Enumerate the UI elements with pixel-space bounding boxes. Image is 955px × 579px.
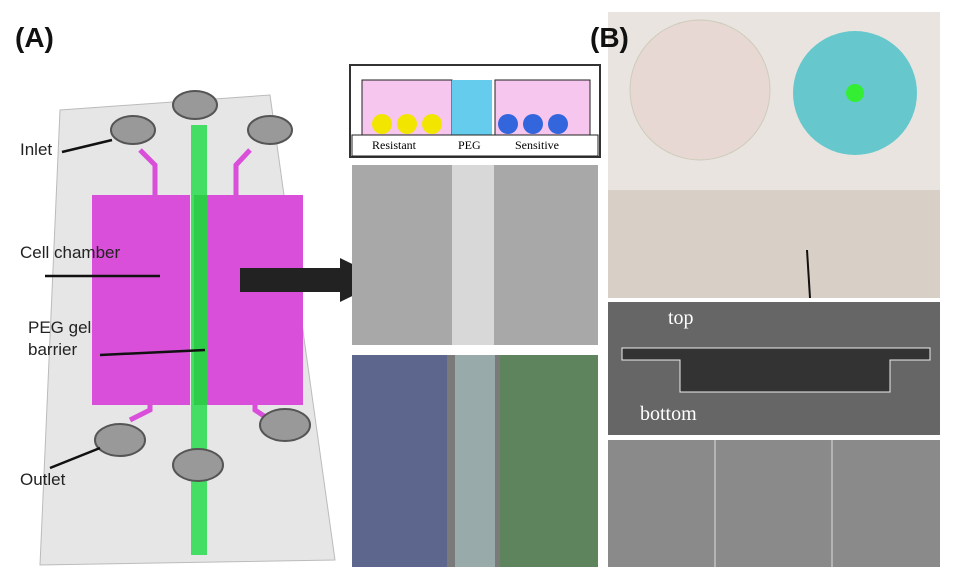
sem-bottom-label: bottom — [640, 403, 697, 425]
inlet-label: Inlet — [20, 140, 53, 159]
microfluidic-device — [39, 90, 385, 566]
resistant-label: Resistant — [372, 138, 416, 152]
peg-label: PEG — [458, 138, 481, 152]
sem-top-label: top — [668, 307, 694, 329]
arrow-icon — [240, 258, 385, 302]
cell-schematic — [349, 64, 601, 158]
cell-chamber-label: Cell chamber — [20, 243, 121, 262]
panel-a-label: (A) — [15, 22, 54, 53]
sensitive-label: Sensitive — [515, 138, 559, 152]
panel-b-label: (B) — [590, 22, 629, 53]
channel-photo — [608, 190, 940, 298]
outlet-label: Outlet — [20, 470, 66, 489]
peg-barrier-label-1: PEG gel — [28, 318, 92, 337]
peg-barrier-label-2: barrier — [28, 340, 78, 359]
sem-top-view — [608, 440, 940, 567]
